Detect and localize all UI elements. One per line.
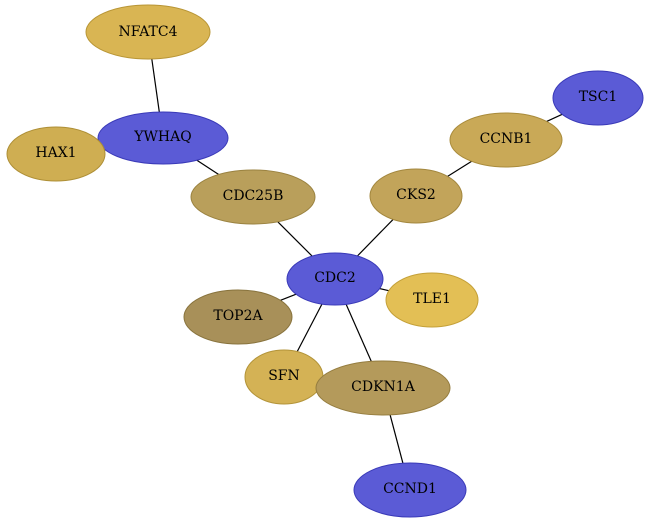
node-hax1[interactable]: HAX1 (6, 126, 106, 182)
edge-cks2-cdc2 (356, 218, 394, 257)
edge-ccnb1-cks2 (447, 160, 473, 177)
edge-cdc25b-cdc2 (277, 221, 313, 257)
edge-cdc2-top2a (280, 293, 297, 301)
node-cdkn1a[interactable]: CDKN1A (315, 360, 451, 416)
node-nfatc4-ellipse (85, 4, 211, 60)
node-ccnd1-ellipse (353, 462, 467, 518)
node-hax1-ellipse (6, 126, 106, 182)
node-sfn[interactable]: SFN (244, 349, 324, 405)
node-cks2-ellipse (369, 168, 463, 224)
node-cdc2[interactable]: CDC2 (286, 252, 384, 306)
node-sfn-label: SFN (268, 368, 300, 384)
node-cks2[interactable]: CKS2 (369, 168, 463, 224)
edge-cdc2-tle1 (379, 288, 389, 292)
node-tsc1-ellipse (552, 70, 644, 126)
nodes-layer: NFATC4 YWHAQ HAX1 CDC25B TSC1 CCNB1 CKS2 (6, 4, 644, 518)
edge-ywhaq-cdc25b (196, 159, 220, 176)
node-ccnd1-label: CCND1 (383, 481, 437, 497)
node-top2a-ellipse (183, 289, 293, 345)
node-cdkn1a-label: CDKN1A (351, 379, 416, 395)
node-nfatc4[interactable]: NFATC4 (85, 4, 211, 60)
node-tsc1-label: TSC1 (579, 89, 618, 105)
node-ccnb1[interactable]: CCNB1 (449, 112, 563, 168)
node-tle1[interactable]: TLE1 (385, 272, 479, 328)
node-nfatc4-label: NFATC4 (118, 24, 177, 40)
node-ccnd1[interactable]: CCND1 (353, 462, 467, 518)
edge-cdc2-sfn (296, 303, 323, 352)
node-tsc1[interactable]: TSC1 (552, 70, 644, 126)
node-hax1-label: HAX1 (35, 145, 76, 161)
node-ywhaq-label: YWHAQ (133, 129, 191, 145)
node-top2a-label: TOP2A (213, 308, 263, 324)
node-ccnb1-label: CCNB1 (480, 131, 533, 147)
node-top2a[interactable]: TOP2A (183, 289, 293, 345)
edge-cdkn1a-ccnd1 (389, 414, 404, 464)
node-tle1-ellipse (385, 272, 479, 328)
node-cks2-label: CKS2 (396, 187, 436, 203)
edge-cdc2-cdkn1a (345, 304, 372, 362)
node-cdc2-label: CDC2 (314, 270, 356, 286)
node-ywhaq[interactable]: YWHAQ (97, 111, 229, 165)
node-tle1-label: TLE1 (413, 291, 451, 307)
node-ccnb1-ellipse (449, 112, 563, 168)
node-ywhaq-ellipse (97, 111, 229, 165)
node-cdc2-ellipse (286, 252, 384, 306)
edge-nfatc4-ywhaq (151, 58, 160, 113)
node-cdc25b-label: CDC25B (223, 188, 284, 204)
node-cdkn1a-ellipse (315, 360, 451, 416)
edge-tsc1-ccnb1 (546, 113, 563, 122)
edges-layer (151, 58, 563, 464)
node-cdc25b[interactable]: CDC25B (190, 169, 316, 225)
node-cdc25b-ellipse (190, 169, 316, 225)
